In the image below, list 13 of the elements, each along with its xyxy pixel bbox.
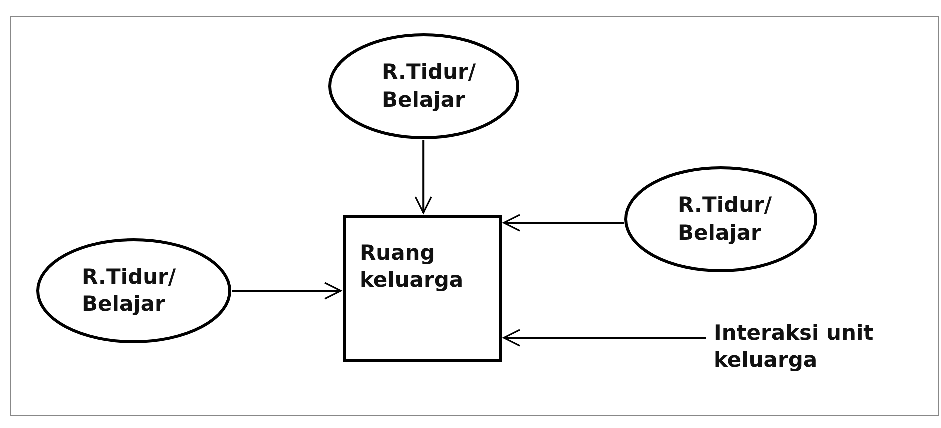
arrow <box>414 140 432 214</box>
room-ellipse <box>624 166 818 273</box>
arrow <box>503 214 624 232</box>
room-label: R.Tidur/ Belajar <box>382 59 478 114</box>
room-ellipse <box>328 33 520 140</box>
room-label: R.Tidur/ Belajar <box>82 264 178 318</box>
arrow <box>503 329 706 347</box>
arrow <box>232 282 342 300</box>
room-box <box>343 215 502 362</box>
room-label: Ruang keluarga <box>360 240 465 294</box>
room-label: R.Tidur/ Belajar <box>678 192 774 246</box>
annotation-text: Interaksi unit keluarga <box>714 320 875 374</box>
room-ellipse <box>36 238 232 344</box>
